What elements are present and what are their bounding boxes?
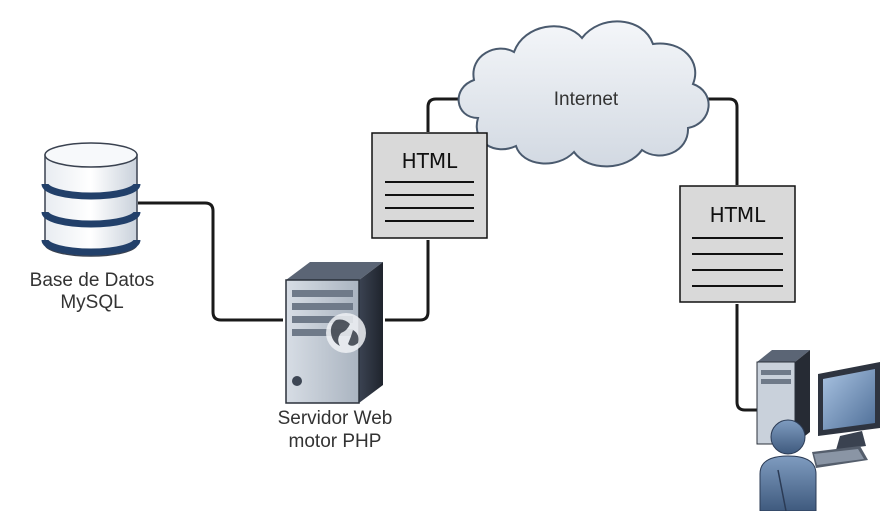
connector-db-server <box>138 201 283 322</box>
connector-doc-client <box>735 304 760 412</box>
database-label-line1: Base de Datos <box>29 270 155 291</box>
document-icon-client <box>679 185 796 303</box>
database-label-line2: MySQL <box>60 292 124 313</box>
connector-server-doc <box>385 240 430 322</box>
document-title-client: HTML <box>709 203 766 227</box>
document-icon-server <box>371 132 488 239</box>
document-title-server: HTML <box>401 149 458 173</box>
database-icon <box>41 142 141 257</box>
user-workstation-icon <box>756 350 880 511</box>
cloud-label: Internet <box>553 89 619 110</box>
connector-doc-cloud <box>426 97 466 132</box>
connector-cloud-doc <box>706 97 739 185</box>
server-globe-icon <box>285 262 383 404</box>
cloud-icon <box>457 20 710 168</box>
server-label-line2: motor PHP <box>288 431 382 452</box>
server-label-line1: Servidor Web <box>277 408 393 429</box>
